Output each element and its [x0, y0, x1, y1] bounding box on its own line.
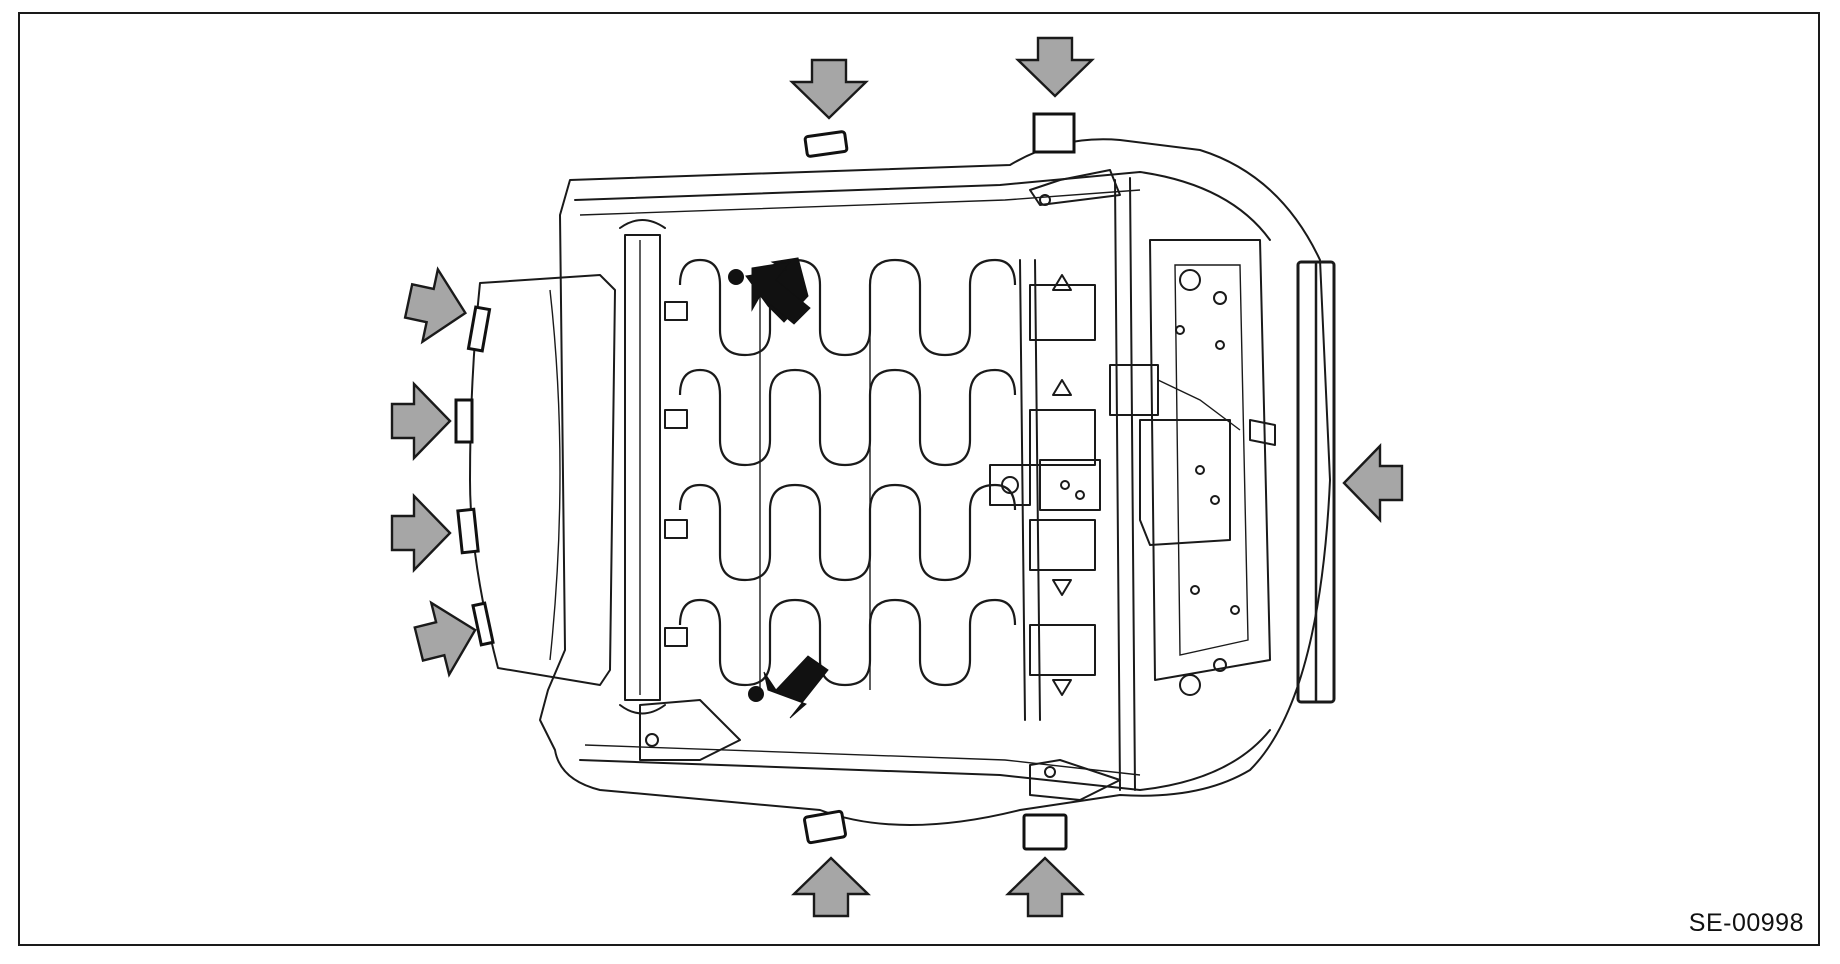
- hook-points: [728, 269, 764, 702]
- arrow-down-icon: [1015, 36, 1095, 98]
- seat-frame-outline: [469, 138, 1331, 826]
- arrow-up-icon: [791, 856, 871, 918]
- arrow-left-icon: [1342, 443, 1404, 523]
- arrow-right-icon: [390, 381, 452, 461]
- arrow-left-icon: [763, 655, 829, 719]
- arrow-right-icon: [413, 600, 477, 678]
- arrow-up-icon: [1005, 856, 1085, 918]
- arrow-down-icon: [789, 58, 869, 120]
- trim-clips: [454, 112, 1076, 851]
- hook-callout-arrows: [745, 257, 829, 719]
- rear-trim-strip: [1296, 260, 1336, 704]
- figure-reference-code: SE-00998: [1688, 909, 1804, 937]
- center-plate: [989, 269, 1276, 696]
- arrow-right-icon: [403, 266, 468, 345]
- arrow-left-icon: [751, 261, 811, 325]
- seat-springs: [664, 258, 1017, 690]
- clip-callout-arrows: [390, 36, 1404, 918]
- arrow-right-icon: [390, 493, 452, 573]
